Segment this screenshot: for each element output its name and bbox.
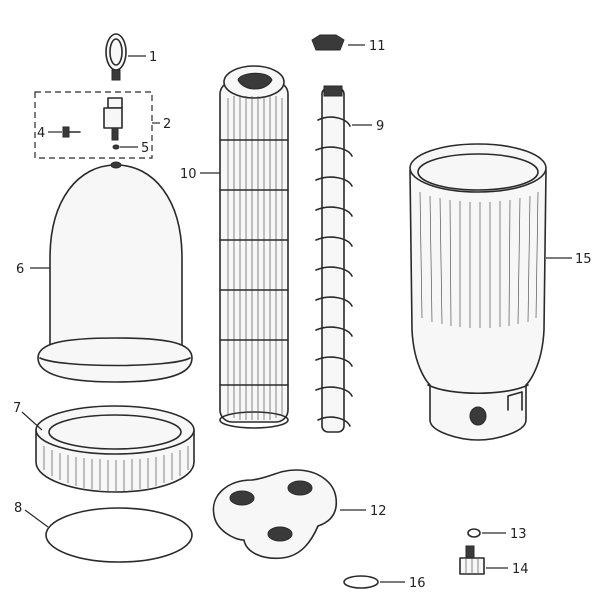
callout-14: 14 <box>512 562 529 577</box>
callout-7: 7 <box>13 401 21 416</box>
part-10-filter-cartridge: 10 <box>180 65 289 429</box>
callout-15: 15 <box>575 252 592 267</box>
callout-9: 9 <box>376 119 384 134</box>
part-5-o-ring: 5 <box>112 141 149 156</box>
cartridge-pleats <box>227 96 283 420</box>
part-15-filter-tank: 15 <box>409 143 592 441</box>
part-8-tank-o-ring: 8 <box>14 501 193 563</box>
part-1-pressure-gauge: 1 <box>105 33 157 81</box>
part-11-base-support: 12 <box>212 469 387 560</box>
callout-5: 5 <box>141 141 149 156</box>
callout-4: 4 <box>37 126 45 141</box>
callout-16: 16 <box>409 576 426 591</box>
callout-2: 2 <box>163 117 171 132</box>
callout-10: 10 <box>180 167 197 182</box>
part-6-filter-lid: 6 <box>16 161 193 383</box>
part-13-washer: 13 <box>467 527 527 542</box>
tank-ribs <box>419 191 539 328</box>
part-9-core-tube: 9 <box>315 85 384 433</box>
callout-1: 1 <box>149 50 157 65</box>
callout-12: 11 <box>369 39 386 54</box>
core-tube-spiral <box>315 116 353 427</box>
lock-ring-grip-ribs <box>43 446 189 491</box>
part-12-clip: 11 <box>311 34 386 54</box>
cartridge-bands <box>219 139 289 386</box>
part-2-air-relief-valve: 2 <box>34 91 171 159</box>
part-14-drain-plug: 14 <box>459 545 529 577</box>
part-16-drain-o-ring: 16 <box>343 575 426 591</box>
part-4-screw: 4 <box>37 126 81 141</box>
callout-13: 13 <box>510 527 527 542</box>
callout-6: 6 <box>16 262 24 277</box>
callout-8: 8 <box>14 501 22 516</box>
part-7-lock-ring: 7 <box>13 401 195 493</box>
callout-11: 12 <box>370 504 387 519</box>
